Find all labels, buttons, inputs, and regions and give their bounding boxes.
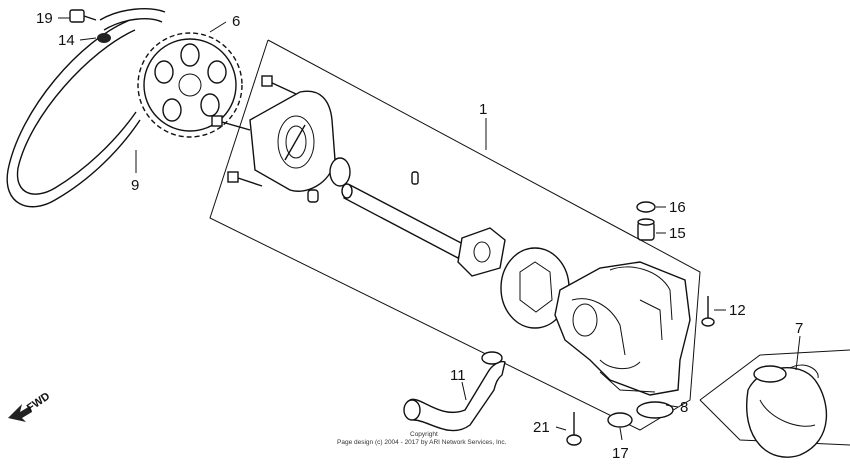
cover-bolt[interactable]: [261, 75, 297, 95]
oil-strainer[interactable]: [746, 364, 828, 458]
pump-cover[interactable]: [249, 90, 336, 192]
pump-shaft[interactable]: [341, 183, 466, 259]
forward-label: FWD: [25, 390, 52, 414]
oil-pipe[interactable]: [403, 351, 506, 432]
callout-21: 21: [533, 419, 550, 436]
sprocket-washer[interactable]: [97, 33, 111, 43]
callout-7: 7: [795, 320, 803, 337]
cover-bolt[interactable]: [227, 171, 263, 187]
forward-direction-indicator: FWD: [8, 390, 52, 422]
sprocket-bolt[interactable]: [69, 9, 97, 23]
oil-pump-sprocket[interactable]: [137, 32, 243, 138]
callout-17: 17: [612, 445, 629, 462]
oil-pump-body[interactable]: [554, 261, 691, 396]
cam-chain[interactable]: [6, 8, 166, 208]
inner-rotor[interactable]: [457, 227, 506, 277]
collar[interactable]: [637, 218, 655, 241]
callout-16: 16: [669, 199, 686, 216]
dowel-pin[interactable]: [307, 189, 319, 203]
strainer-outline: [699, 349, 850, 401]
leader-lines: [58, 17, 801, 441]
callout-11: 11: [450, 367, 466, 384]
cover-bolt[interactable]: [211, 115, 251, 131]
callout-15: 15: [669, 225, 686, 242]
callout-1: 1: [479, 101, 487, 118]
mounting-bolt[interactable]: [566, 412, 582, 446]
callout-8: 8: [680, 399, 688, 416]
copyright-title: Copyright: [410, 431, 438, 438]
outer-rotor[interactable]: [500, 247, 570, 329]
callout-9: 9: [131, 177, 139, 194]
copyright-notice: Page design (c) 2004 - 2017 by ARI Netwo…: [337, 439, 507, 446]
pump-o-ring[interactable]: [329, 157, 351, 187]
flange-bolt[interactable]: [701, 296, 715, 327]
callout-14: 14: [58, 32, 75, 49]
callout-19: 19: [36, 10, 53, 27]
callout-numbers: 1 6 7 8 9 11 12 14 15 16 17 19 21: [36, 10, 803, 462]
o-ring[interactable]: [607, 412, 633, 428]
washer[interactable]: [636, 201, 656, 213]
pump-seal[interactable]: [636, 401, 674, 419]
callout-12: 12: [729, 302, 746, 319]
callout-6: 6: [232, 13, 240, 30]
forward-arrow-icon: [8, 404, 32, 422]
dowel-pin[interactable]: [411, 171, 419, 185]
